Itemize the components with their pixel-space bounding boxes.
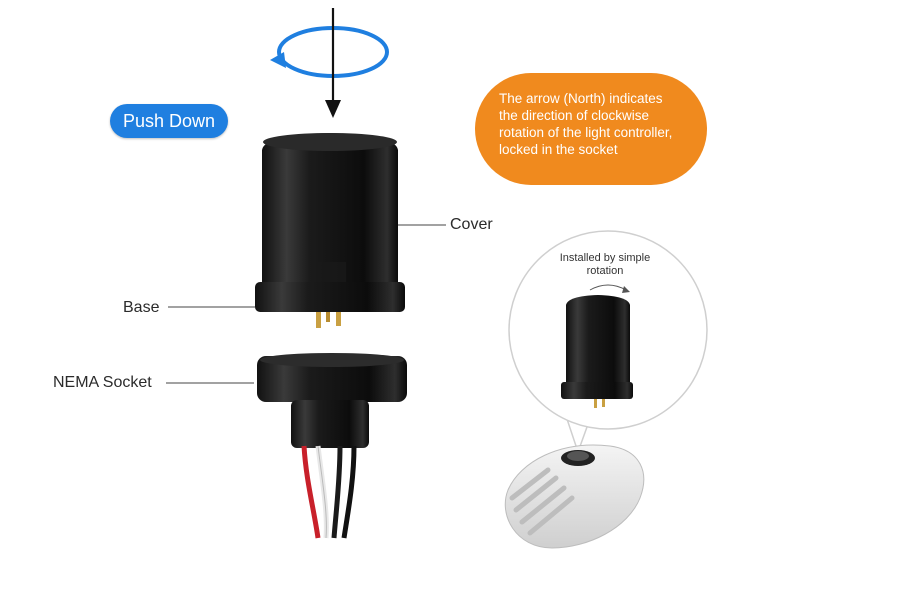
callout-line: the direction of clockwise — [499, 108, 650, 123]
cover-label: Cover — [450, 216, 493, 233]
rotation-arrow-icon — [270, 26, 389, 78]
installed-by-rotation-text: Installed by simple rotation — [540, 252, 670, 278]
installed-line: rotation — [586, 265, 624, 277]
callout-line: The arrow (North) indicates — [499, 91, 663, 106]
street-light-fixture — [504, 444, 645, 549]
nema-socket-label: NEMA Socket — [53, 374, 152, 391]
installed-line: Installed by simple — [559, 252, 651, 264]
installed-inset-circle — [508, 230, 708, 455]
photocontrol-cover — [262, 133, 398, 284]
rotation-callout: The arrow (North) indicates the directio… — [475, 73, 707, 185]
callout-line: rotation of the light controller, — [499, 125, 673, 140]
push-down-arrow-icon — [325, 8, 341, 118]
nema-socket — [257, 353, 407, 448]
callout-line: locked in the socket — [499, 142, 618, 157]
photocontrol-base — [255, 282, 405, 312]
prong-icon — [316, 312, 341, 328]
socket-wires — [301, 445, 357, 539]
base-label: Base — [123, 299, 160, 316]
push-down-button: Push Down — [110, 104, 228, 138]
